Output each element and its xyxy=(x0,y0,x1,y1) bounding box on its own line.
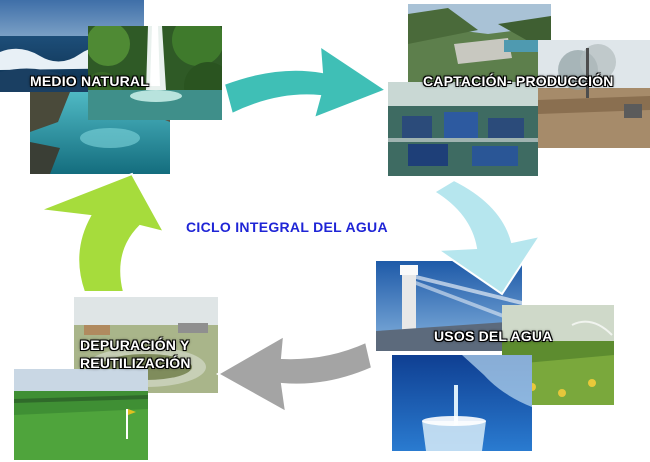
stage-label-usos-del-agua: USOS DEL AGUA xyxy=(434,328,553,344)
glass-of-water-photo xyxy=(392,355,532,451)
stage-label-medio-natural: MEDIO NATURAL xyxy=(30,73,149,89)
solar-tower-photo xyxy=(376,261,522,351)
dam-photo xyxy=(408,4,551,84)
golf-course-photo xyxy=(14,369,148,460)
arrow-right-teal xyxy=(222,44,389,120)
well-drilling-photo xyxy=(538,40,650,148)
stage-label-line-2: REUTILIZACIÓN xyxy=(80,355,191,371)
arrow-up-green xyxy=(36,172,166,294)
stage-label-depuracion-reutilizacion: DEPURACIÓN Y REUTILIZACIÓN xyxy=(80,336,220,372)
arrow-left-gray xyxy=(215,332,374,414)
pumping-station-photo xyxy=(388,82,538,176)
waterfall-photo xyxy=(88,26,222,120)
arrow-down-light-blue xyxy=(430,178,548,296)
stage-label-line-1: DEPURACIÓN Y xyxy=(80,337,190,353)
diagram-title: CICLO INTEGRAL DEL AGUA xyxy=(186,219,388,235)
stage-label-captacion-produccion: CAPTACIÓN- PRODUCCIÓN xyxy=(423,73,614,89)
